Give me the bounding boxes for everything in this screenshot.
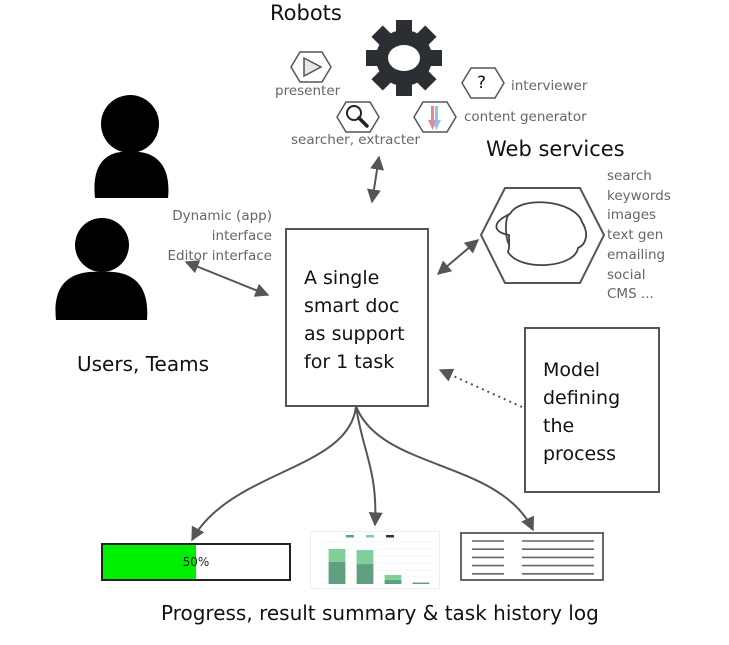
smart-doc-line: smart doc xyxy=(304,295,400,317)
interviewer-hex-icon xyxy=(461,67,505,99)
robots-doc-arrow xyxy=(367,155,384,204)
presenter-label: presenter xyxy=(275,83,341,99)
chart-bar-segment xyxy=(328,561,346,584)
smart-doc-box: A single smart doc as support for 1 task xyxy=(285,228,429,407)
progress-bar: 50% xyxy=(101,543,291,581)
service-item: social xyxy=(607,266,646,283)
doc-log-arrow xyxy=(355,405,534,532)
service-item: CMS ... xyxy=(607,286,654,303)
model-doc-arrow xyxy=(438,368,523,408)
service-item: emailing xyxy=(607,246,666,263)
outputs-caption: Progress, result summary & task history … xyxy=(161,601,599,625)
presenter-hex-icon xyxy=(290,51,332,83)
chart-bar-segment xyxy=(384,574,402,580)
searcher-hex-icon xyxy=(336,101,380,133)
web-services-hex-icon xyxy=(479,187,606,284)
progress-label: 50% xyxy=(182,555,210,569)
chart-legend-swatch xyxy=(386,535,394,538)
model-box: Model defining the process xyxy=(524,327,660,493)
content-generator-hex-icon xyxy=(413,101,457,133)
chart-bar-segment xyxy=(356,564,374,584)
log-lines xyxy=(472,540,594,575)
arrows-down-icon xyxy=(428,106,441,130)
web-services-list: search keywords images text gen emailing… xyxy=(607,167,671,305)
interface-editor: Editor interface xyxy=(167,248,272,264)
model-line: the xyxy=(543,415,575,437)
model-line: defining xyxy=(543,387,621,409)
model-line: process xyxy=(543,443,617,465)
robots-title: Robots xyxy=(270,1,342,25)
service-item: text gen xyxy=(607,227,664,244)
user-icon-1 xyxy=(94,95,169,198)
service-item: keywords xyxy=(607,187,671,204)
chart-bar-segment xyxy=(356,550,374,565)
interfaces-list: Dynamic (app) interface Editor interface xyxy=(112,206,272,266)
doc-progress-arrow xyxy=(191,405,357,542)
smart-doc-text: A single smart doc as support for 1 task xyxy=(304,264,405,376)
chart-bar-segment xyxy=(412,582,430,583)
content-generator-label: content generator xyxy=(464,109,587,125)
chart-legend-swatch xyxy=(346,535,354,538)
chart-legend-swatch xyxy=(366,535,374,538)
services-doc-arrow xyxy=(436,239,480,275)
model-text: Model defining the process xyxy=(543,356,620,468)
cloud-icon xyxy=(495,201,587,266)
question-icon: ? xyxy=(477,73,487,93)
play-icon xyxy=(303,56,323,78)
users-doc-arrow xyxy=(184,260,270,297)
smart-doc-line: as support xyxy=(304,323,405,345)
smart-doc-line: for 1 task xyxy=(304,351,395,373)
smart-doc-line: A single xyxy=(304,267,380,289)
magnifier-icon xyxy=(346,105,369,128)
users-title: Users, Teams xyxy=(77,352,210,376)
task-history-log-icon xyxy=(460,532,604,581)
model-line: Model xyxy=(543,359,601,381)
chart-bar-segment xyxy=(412,582,430,584)
service-item: search xyxy=(607,168,652,184)
result-summary-chart xyxy=(310,531,440,589)
gear-icon xyxy=(366,20,442,96)
doc-summary-arrow xyxy=(355,405,383,527)
progress-fill xyxy=(103,545,196,579)
chart-bar-segment xyxy=(328,549,346,562)
interface-dynamic: Dynamic (app) interface xyxy=(172,208,272,244)
service-item: images xyxy=(607,207,657,224)
chart-bar-segment xyxy=(384,579,402,584)
searcher-label: searcher, extracter xyxy=(291,132,421,148)
user-icon-2 xyxy=(55,218,148,320)
web-services-title: Web services xyxy=(486,137,625,161)
chart-svg xyxy=(323,535,435,585)
interviewer-label: interviewer xyxy=(511,78,588,94)
